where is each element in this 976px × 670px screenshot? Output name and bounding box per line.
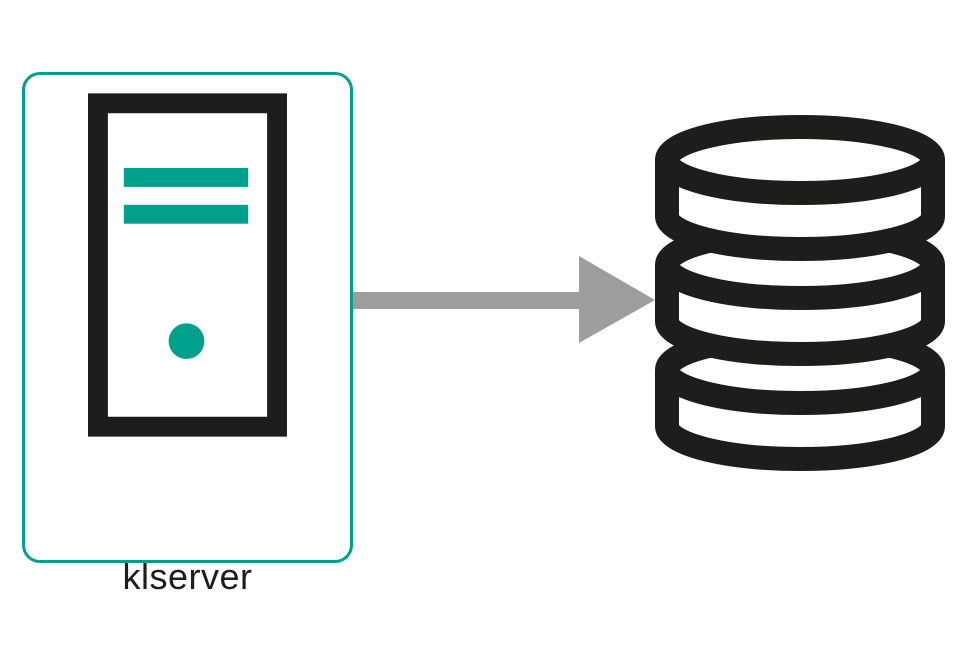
server-tower-icon bbox=[88, 93, 287, 437]
server-node-labels: klserver kliam bbox=[22, 452, 353, 670]
connector-arrow-shape bbox=[353, 256, 655, 343]
database-icon bbox=[655, 115, 945, 471]
database-disk-top-top bbox=[655, 115, 945, 205]
server-slot-bar-top bbox=[123, 167, 249, 187]
server-tower-frame bbox=[88, 93, 287, 437]
server-power-dot bbox=[168, 323, 205, 360]
server-slot-bar-bottom bbox=[123, 204, 249, 224]
server-label-line1: klserver bbox=[122, 556, 253, 597]
server-node-box bbox=[22, 72, 353, 563]
connector-arrow-icon bbox=[353, 256, 655, 343]
